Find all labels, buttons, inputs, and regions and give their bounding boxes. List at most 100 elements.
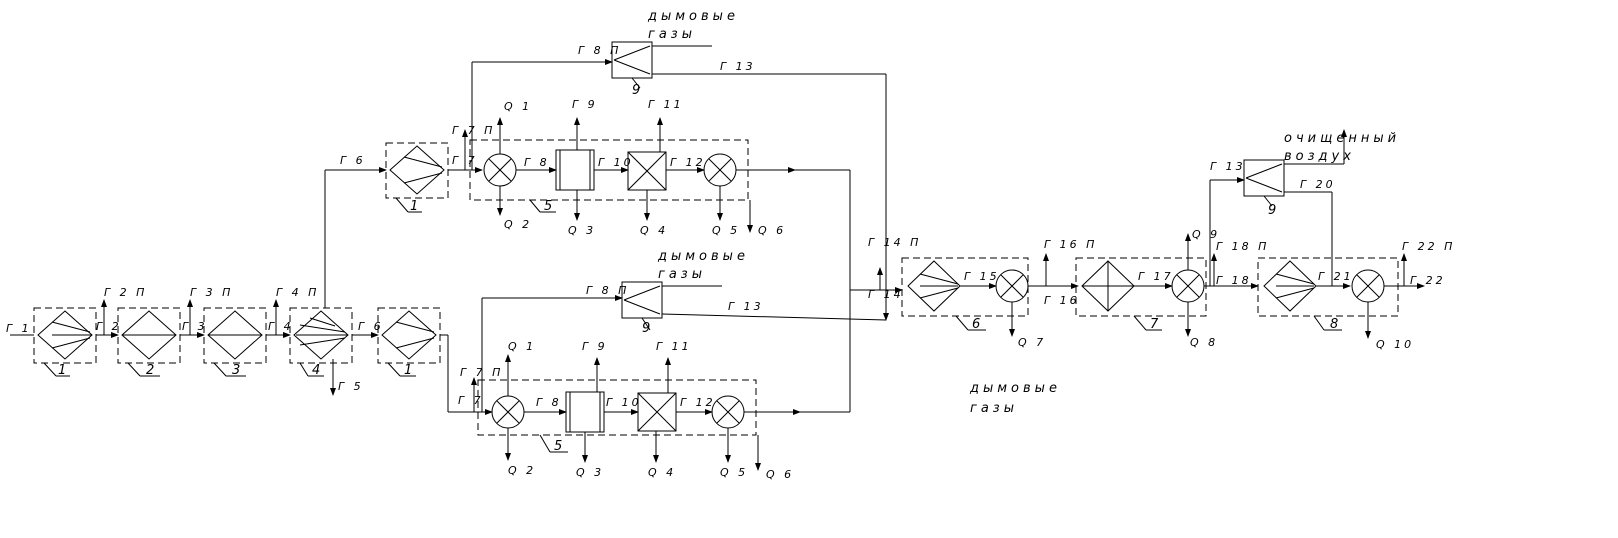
label-q1-top: Q 1 [504,100,532,113]
clean-air-line1: очищенный [1284,131,1400,146]
label-q2-top: Q 2 [504,218,532,231]
label-q7: Q 7 [1018,336,1046,349]
unit-number-8: 8 [1330,317,1338,332]
label-g7p-top: Г 7 П [452,124,495,137]
mid-smoke-line1: дымовые [657,249,749,264]
label-q6-bottom: Q 6 [766,468,794,481]
unit-number-7: 7 [1150,317,1159,332]
label-g17: Г 17 [1138,270,1174,283]
label-q4-bottom: Q 4 [648,466,676,479]
label-g9-top: Г 9 [572,98,598,111]
label-q4-top: Q 4 [640,224,668,237]
label-g7p-bottom: Г 7 П [460,366,503,379]
label-q8: Q 8 [1190,336,1218,349]
clean-air-line2: воздух [1284,149,1355,164]
label-g8p-top: Г 8 П [578,44,621,57]
label-q5-bottom: Q 5 [720,466,748,479]
label-g18p: Г 18 П [1216,240,1269,253]
unit-number-5-bottom: 5 [554,439,562,454]
label-g16p: Г 16 П [1044,238,1097,251]
unit-9-right [1243,159,1285,197]
label-g16: Г 16 [1044,294,1080,307]
label-q5-top: Q 5 [712,224,740,237]
heat-exchanger-8 [1351,269,1385,303]
unit-number-2: 2 [146,363,154,378]
unit-3-filter [203,307,267,364]
unit-number-1b: 1 [404,363,412,378]
label-g7-top: Г 7 [452,154,478,167]
unit-number-6: 6 [972,317,980,332]
heat-exchanger-bottom-2 [711,395,745,429]
label-q1-bottom: Q 1 [508,340,536,353]
dryer-bottom [565,391,605,433]
label-g12-bottom: Г 12 [680,396,716,409]
label-q3-top: Q 3 [568,224,596,237]
label-g14: Г 14 [868,288,904,301]
unit-1b-filter [377,307,441,364]
unit-4-separator [289,307,353,364]
label-g1: Г 1 [6,322,32,335]
label-g8-top: Г 8 [524,156,550,169]
heat-exchanger-bottom-1 [491,395,525,429]
bottom-smoke-line1: дымовые [969,381,1061,396]
unit-2-filter [117,307,181,364]
label-q6-top: Q 6 [758,224,786,237]
label-g10-bottom: Г 10 [606,396,642,409]
label-g20: Г 20 [1300,178,1336,191]
label-g7-bottom: Г 7 [458,394,484,407]
label-g4: Г 4 [268,320,294,333]
unit-7-box [1075,257,1207,317]
bottom-smoke-line2: газы [970,401,1018,416]
label-g21: Г 21 [1318,270,1354,283]
label-q9: Q 9 [1192,228,1220,241]
cooler-top [627,151,667,191]
label-g18: Г 18 [1216,274,1252,287]
unit-number-9-right: 9 [1268,203,1276,218]
heat-exchanger-7 [1171,269,1205,303]
cooler-bottom [637,392,677,432]
top-smoke-line2: газы [648,27,696,42]
unit-number-1a: 1 [58,363,66,378]
label-g10-top: Г 10 [598,156,634,169]
label-g8p-bottom: Г 8 П [586,284,629,297]
label-g9-bottom: Г 9 [582,340,608,353]
label-g11-bottom: Г 11 [656,340,692,353]
label-g8-bottom: Г 8 [536,396,562,409]
label-q2-bottom: Q 2 [508,464,536,477]
heat-exchanger-top-2 [703,153,737,187]
label-q10: Q 10 [1376,338,1414,351]
dryer-top [555,149,595,191]
unit-number-9-top: 9 [632,83,640,98]
unit-number-4: 4 [312,363,320,378]
label-g4p: Г 4 П [276,286,319,299]
label-g13-mid: Г 13 [728,300,764,313]
unit-1c-filter [385,142,449,199]
label-g3p: Г 3 П [190,286,233,299]
unit-number-1c: 1 [410,199,418,214]
unit-8-filter [1263,260,1317,312]
unit-6-box [901,257,1029,317]
label-g2p: Г 2 П [104,286,147,299]
top-smoke-line1: дымовые [647,9,739,24]
mid-smoke-line2: газы [658,267,706,282]
label-g22: Г 22 [1410,274,1446,287]
label-g13-right: Г 13 [1210,160,1246,173]
label-q3-bottom: Q 3 [576,466,604,479]
unit-5-bottom-box [477,379,757,436]
label-g13-top: Г 13 [720,60,756,73]
heat-exchanger-top-1 [483,153,517,187]
unit-1-filter [33,307,97,364]
label-g6-top: Г 6 [340,154,366,167]
unit-number-5-top: 5 [544,199,552,214]
label-g15: Г 15 [964,270,1000,283]
label-g12-top: Г 12 [670,156,706,169]
unit-8-box [1257,257,1399,317]
label-g6-bottom: Г 6 [358,320,384,333]
label-g5: Г 5 [338,380,364,393]
unit-number-3: 3 [232,363,240,378]
label-g3: Г 3 [182,320,208,333]
unit-7-filter [1081,260,1135,312]
label-g2: Г 2 [96,320,122,333]
heat-exchanger-6 [995,269,1029,303]
